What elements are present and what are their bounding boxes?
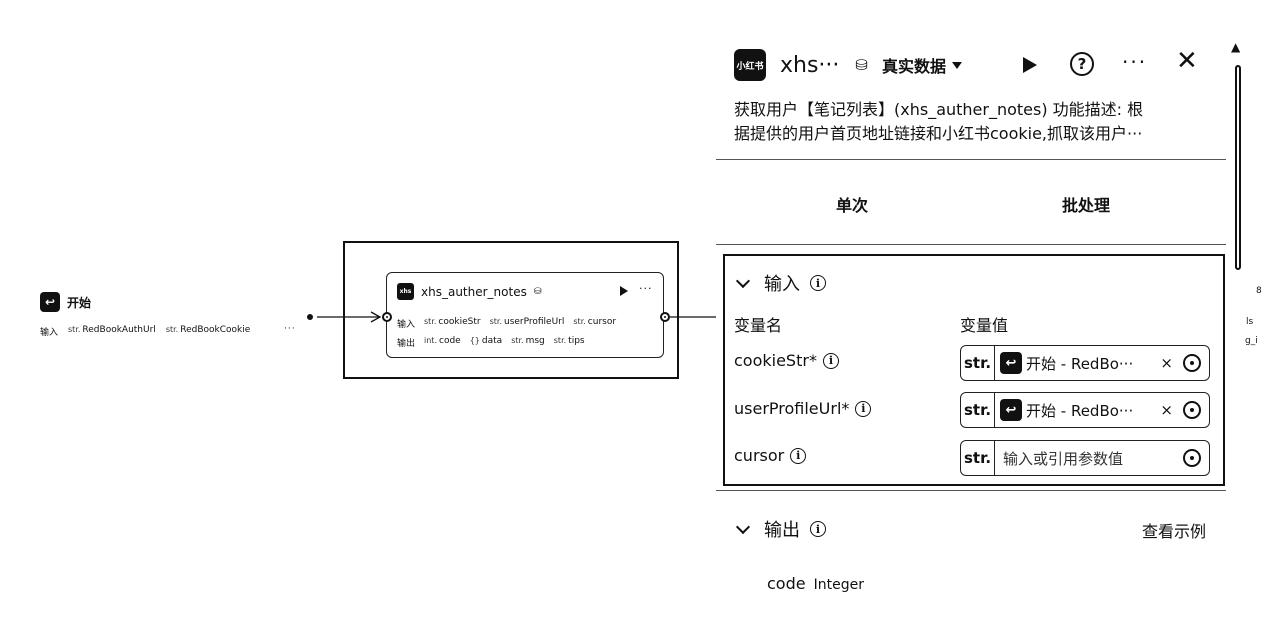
chevron-down-icon: [735, 519, 751, 535]
start-param: str.RedBookCookie: [165, 325, 251, 335]
param-name: cookieStr* i: [734, 351, 839, 370]
plugin-node-inputs-label: 输入: [397, 320, 416, 330]
chevron-down-icon: [952, 61, 962, 69]
node-input-param: str.userProfileUrl: [489, 317, 565, 327]
target-icon[interactable]: [1183, 354, 1201, 372]
node-output-param: {}data: [469, 336, 503, 346]
type-badge: str.: [961, 441, 995, 475]
node-selection-frame: [343, 241, 679, 379]
panel-header: 小红书 xhs··· ⛁ 真实数据: [734, 49, 962, 81]
type-badge: str.: [961, 346, 995, 380]
node-input-param: str.cursor: [573, 317, 617, 327]
param-value-field[interactable]: str. 输入或引用参数值: [960, 440, 1210, 476]
tab-batch[interactable]: 批处理: [1062, 196, 1111, 215]
start-node-icon: ↩: [1000, 352, 1022, 374]
output-edge: [670, 316, 716, 318]
panel-title[interactable]: xhs···: [780, 52, 840, 78]
start-node-more-icon[interactable]: ···: [284, 324, 296, 334]
clipped-text: g_i: [1245, 336, 1258, 346]
scrollbar[interactable]: [1235, 65, 1241, 270]
tab-single[interactable]: 单次: [836, 196, 869, 215]
info-icon[interactable]: i: [855, 400, 872, 417]
info-icon[interactable]: i: [810, 275, 826, 291]
node-run-icon[interactable]: [620, 286, 628, 296]
reference-label: 开始 - RedBo···: [1026, 401, 1134, 420]
column-header-value: 变量值: [960, 316, 1009, 335]
inputs-section-title: 输入: [764, 274, 800, 295]
xiaohongshu-icon: xhs: [397, 283, 414, 300]
param-name: userProfileUrl* i: [734, 399, 872, 418]
param-name-label: cookieStr*: [734, 351, 817, 370]
help-icon[interactable]: ?: [1070, 52, 1094, 76]
plugin-node-inputs: 输入 str.cookieStr str.userProfileUrl str.…: [397, 317, 616, 330]
plugin-node-outputs: 输出 int.code {}data str.msg str.tips: [397, 336, 585, 349]
type-badge: str.: [961, 393, 995, 427]
connection-edge[interactable]: [305, 306, 395, 328]
info-icon[interactable]: i: [822, 352, 839, 369]
start-node-row-label: 输入: [40, 328, 59, 338]
clear-icon[interactable]: ×: [1160, 401, 1173, 419]
output-row: code Integer: [767, 574, 864, 593]
start-param: str.RedBookAuthUrl: [68, 325, 156, 335]
run-icon[interactable]: [1023, 57, 1037, 73]
node-output-port[interactable]: [660, 312, 670, 322]
info-icon[interactable]: i: [790, 447, 807, 464]
xiaohongshu-logo: 小红书: [734, 49, 766, 81]
start-node[interactable]: ↩ 开始 输入 str.RedBookAuthUrl str.RedBookCo…: [40, 292, 310, 342]
scroll-up-icon[interactable]: ▲: [1231, 40, 1241, 54]
node-input-param: str.cookieStr: [424, 317, 481, 327]
param-name-label: cursor: [734, 446, 785, 465]
node-detail-panel: 小红书 xhs··· ⛁ 真实数据 ? ··· ✕ 获取用户【笔记列表】(xhs…: [716, 32, 1228, 624]
param-value-field[interactable]: str. ↩ 开始 - RedBo··· ×: [960, 392, 1210, 428]
plugin-node-outputs-label: 输出: [397, 339, 416, 349]
param-value-field[interactable]: str. ↩ 开始 - RedBo··· ×: [960, 345, 1210, 381]
description-line: 获取用户【笔记列表】(xhs_auther_notes) 功能描述: 根: [734, 100, 1144, 119]
divider: [716, 244, 1226, 245]
node-input-port[interactable]: [382, 312, 392, 322]
node-output-param: str.msg: [511, 336, 545, 346]
close-icon[interactable]: ✕: [1176, 46, 1198, 76]
start-node-params: 输入 str.RedBookAuthUrl str.RedBookCookie: [40, 325, 250, 338]
more-icon[interactable]: ···: [1122, 50, 1148, 74]
param-name-label: userProfileUrl*: [734, 399, 850, 418]
reference-label: 开始 - RedBo···: [1026, 354, 1134, 373]
outputs-section-header[interactable]: 输出 i: [734, 516, 826, 542]
plugin-node-title: xhs_auther_notes: [421, 284, 527, 299]
inputs-section: 输入 i 变量名 变量值 cookieStr* i str. ↩ 开始 - Re…: [723, 254, 1225, 486]
divider: [716, 159, 1226, 160]
param-value-placeholder[interactable]: 输入或引用参数值: [1003, 449, 1124, 468]
clipped-text: 8: [1256, 286, 1262, 296]
clipped-text: ls: [1246, 317, 1254, 327]
divider: [716, 490, 1226, 491]
node-output-param: int.code: [424, 336, 461, 346]
target-icon[interactable]: [1183, 401, 1201, 419]
data-mode-select[interactable]: 真实数据: [882, 53, 962, 77]
output-name: code: [767, 574, 806, 593]
node-more-icon[interactable]: ···: [639, 282, 653, 295]
target-icon[interactable]: [1183, 449, 1201, 467]
panel-description: 获取用户【笔记列表】(xhs_auther_notes) 功能描述: 根 据提供…: [734, 98, 1212, 146]
view-example-link[interactable]: 查看示例: [1142, 522, 1207, 541]
column-header-name: 变量名: [734, 316, 783, 335]
output-type: Integer: [813, 577, 864, 593]
chevron-down-icon: [735, 273, 751, 289]
data-mode-label: 真实数据: [881, 57, 946, 76]
database-icon: ⛁: [533, 286, 542, 297]
param-name: cursor i: [734, 446, 807, 465]
start-node-icon: ↩: [1000, 399, 1022, 421]
start-node-title: 开始: [67, 295, 92, 310]
description-line: 据提供的用户首页地址链接和小红书cookie,抓取该用户···: [734, 124, 1143, 143]
start-node-icon: ↩: [40, 292, 60, 312]
info-icon[interactable]: i: [810, 521, 826, 537]
inputs-section-header[interactable]: 输入 i: [734, 270, 826, 296]
reference-chip[interactable]: ↩ 开始 - RedBo···: [1000, 399, 1133, 421]
outputs-section-title: 输出: [764, 520, 800, 541]
database-icon: ⛁: [855, 56, 868, 74]
plugin-node[interactable]: xhs xhs_auther_notes ⛁ ··· 输入 str.cookie…: [386, 272, 664, 358]
node-output-param: str.tips: [553, 336, 585, 346]
clear-icon[interactable]: ×: [1160, 354, 1173, 372]
reference-chip[interactable]: ↩ 开始 - RedBo···: [1000, 352, 1133, 374]
